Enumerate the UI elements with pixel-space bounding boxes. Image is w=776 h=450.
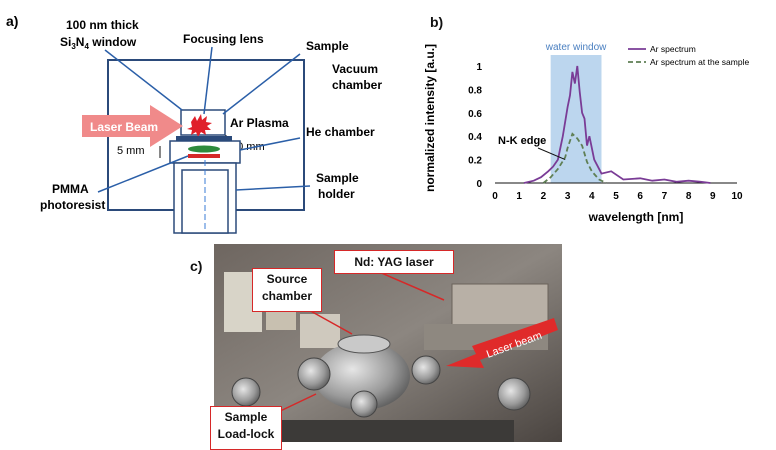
- x-tick-label: 10: [731, 191, 743, 202]
- si3n4-window-plate: [176, 136, 232, 141]
- panel-c-letter: c): [190, 258, 203, 274]
- x-tick-label: 1: [516, 191, 522, 202]
- panel-a-letter: a): [6, 13, 18, 29]
- panel-b-letter: b): [430, 14, 444, 30]
- leader-arrows: [97, 46, 311, 193]
- loadlock-callout-line2: Load-lock: [217, 427, 275, 441]
- he-chamber-label: He chamber: [306, 125, 375, 139]
- legend-label: Ar spectrum: [650, 44, 696, 54]
- series-line-0: [523, 65, 711, 184]
- y-tick-label: 0.4: [468, 132, 482, 143]
- x-tick-label: 3: [565, 191, 571, 202]
- x-tick-label: 6: [637, 191, 643, 202]
- dim-5mm-label: 5 mm: [117, 145, 145, 157]
- laser-beam-arrow-photo: [446, 318, 558, 368]
- chamber-port-left: [297, 357, 331, 391]
- y-axis-label-svg: normalized intensity [a.u.]: [423, 44, 437, 192]
- focus-ellipse: [188, 145, 220, 153]
- source-chamber-callout: Source chamber: [252, 268, 322, 312]
- nk-edge-arrow: [537, 147, 566, 161]
- lens-label: Focusing lens: [183, 32, 264, 46]
- y-tick-label: 0: [476, 179, 482, 190]
- x-tick-label: 5: [613, 191, 619, 202]
- source-chamber-lid: [337, 334, 391, 354]
- x-tick-label: 7: [662, 191, 668, 202]
- water-window-label: water window: [545, 42, 607, 53]
- source-callout-line2: chamber: [261, 289, 313, 303]
- loadlock-callout: Sample Load-lock: [210, 406, 282, 450]
- pmma-label-1: PMMA: [52, 182, 89, 196]
- y-tick-label: 1: [476, 62, 482, 73]
- sample-label: Sample: [306, 39, 349, 53]
- chart-series: [523, 65, 711, 184]
- plasma-burst-icon: [187, 114, 212, 137]
- plasma-label: Ar Plasma: [230, 116, 289, 130]
- pmma-layer: [188, 154, 220, 158]
- holder-label-2: holder: [318, 187, 355, 201]
- chart-legend: Ar spectrum Ar spectrum at the sample: [628, 44, 749, 67]
- holder-label-1: Sample: [316, 171, 359, 185]
- chamber-port-front: [350, 390, 378, 418]
- vacuum-label-2: chamber: [332, 78, 382, 92]
- y-tick-label: 0.8: [468, 85, 482, 96]
- x-tick-label: 2: [541, 191, 547, 202]
- y-tick-label: 0.6: [468, 109, 482, 120]
- nd-yag-laser-unit: [451, 283, 549, 329]
- chamber-port-right: [411, 355, 441, 385]
- x-axis-label: wavelength [nm]: [588, 210, 684, 224]
- source-callout-line1: Source: [266, 272, 308, 286]
- vacuum-label-1: Vacuum: [332, 62, 378, 76]
- nk-edge-annotation: N-K edge: [498, 135, 546, 147]
- x-tick-label: 8: [686, 191, 692, 202]
- laser-beam-arrow: [82, 105, 183, 147]
- optical-table: [274, 420, 514, 442]
- legend-label: Ar spectrum at the sample: [650, 57, 749, 67]
- chart-axes: 0 1 2 3 4 5 6 7 8 9 10 0 0.2 0.4 0.6 0.8 1: [468, 62, 743, 202]
- nd-yag-callout: Nd: YAG laser: [334, 250, 454, 274]
- x-tick-label: 9: [710, 191, 716, 202]
- window-label-line2: Si3N4 window: [60, 35, 137, 51]
- x-tick-label: 0: [492, 191, 498, 202]
- panel-a-schematic: a) 100 nm thick Si3N4 window Focusing le…: [6, 13, 382, 234]
- right-flange: [497, 377, 531, 411]
- x-tick-label: 4: [589, 191, 595, 202]
- wall-poster: [300, 314, 340, 348]
- loadlock-callout-line1: Sample: [224, 410, 268, 424]
- window-label-line1: 100 nm thick: [66, 18, 139, 32]
- pmma-label-2: photoresist: [40, 198, 105, 212]
- y-axis-label: normalized intensity [a.u.]: [423, 44, 437, 192]
- laser-beam-label: Laser Beam: [90, 120, 158, 134]
- side-flange: [231, 377, 261, 407]
- y-tick-label: 0.2: [468, 156, 482, 167]
- series-line-1: [542, 132, 607, 184]
- source-chamber-body: [314, 342, 410, 410]
